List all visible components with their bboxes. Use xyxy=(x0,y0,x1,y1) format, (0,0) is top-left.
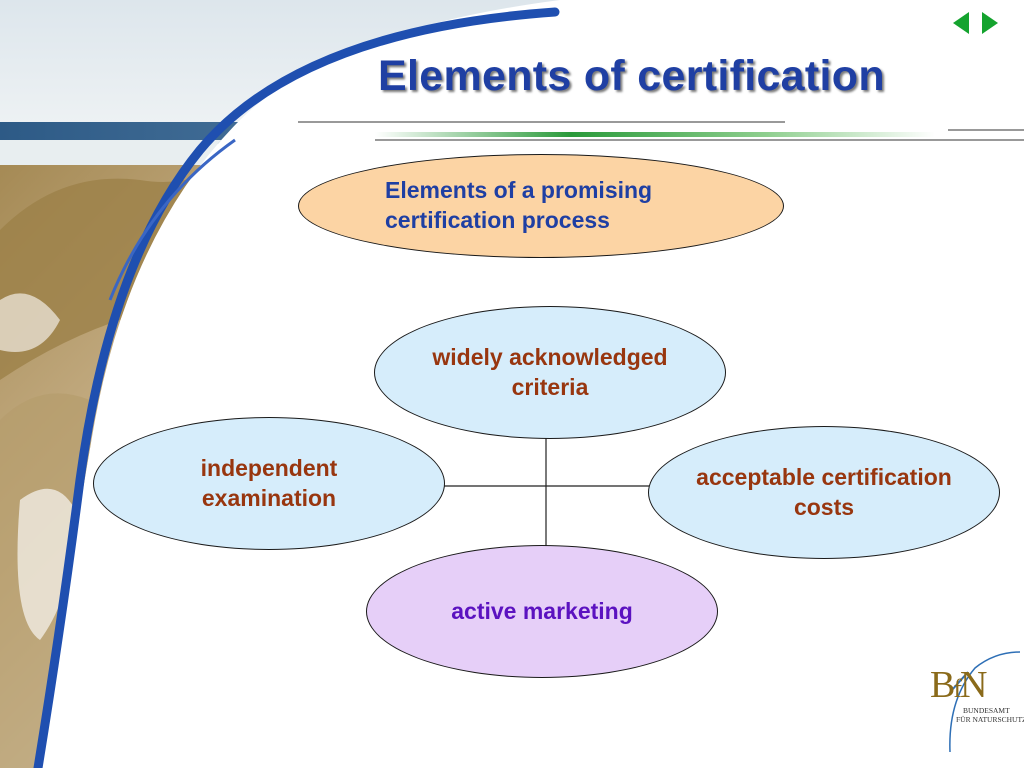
arrow-right-icon[interactable] xyxy=(982,12,998,34)
active-marketing-label: active marketing xyxy=(451,597,633,624)
criteria-ellipse: widely acknowledged criteria xyxy=(374,306,726,439)
independent-examination-ellipse: independent examination xyxy=(93,417,445,550)
certification-costs-label: acceptable certification costs xyxy=(696,463,952,520)
slide-title: Elements of certification xyxy=(378,52,885,100)
arrow-left-icon[interactable] xyxy=(953,12,969,34)
criteria-label: widely acknowledged criteria xyxy=(432,343,668,400)
certification-costs-ellipse: acceptable certification costs xyxy=(648,426,1000,559)
bfn-logo: BfN xyxy=(930,664,988,706)
logo-line-2: FÜR NATURSCHUTZ xyxy=(956,715,1024,724)
header-label: Elements of a promising certification pr… xyxy=(385,177,653,233)
header-ellipse: Elements of a promising certification pr… xyxy=(298,154,784,258)
logo-line-1: BUNDESAMT xyxy=(963,706,1010,715)
independent-examination-label: independent examination xyxy=(200,454,338,511)
active-marketing-ellipse: active marketing xyxy=(366,545,718,678)
